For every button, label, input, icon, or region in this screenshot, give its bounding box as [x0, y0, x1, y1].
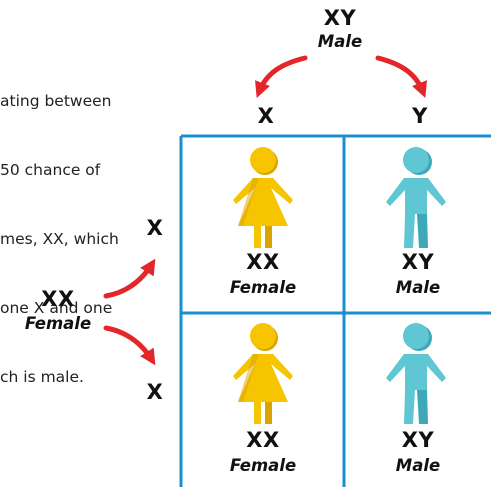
cell-sex: Male: [395, 278, 441, 297]
female-figure-icon: [233, 323, 293, 424]
arrow-mother-to-bottom-x: [103, 325, 156, 366]
arrow-father-to-x: [255, 55, 308, 98]
cell-genotype: XY: [401, 428, 435, 452]
male-figure-icon: [386, 323, 446, 424]
father-genotype: XY: [323, 6, 357, 30]
cell-genotype: XX: [246, 428, 280, 452]
caption-line: one X and one: [0, 299, 113, 317]
caption-line: ch is male.: [0, 368, 84, 386]
caption-line: 50 chance of: [0, 161, 101, 179]
top-allele-x: X: [257, 104, 275, 128]
mother-genotype: XX: [41, 287, 75, 311]
mother-sex: Female: [24, 314, 92, 333]
cell-genotype: XX: [246, 250, 280, 274]
punnett-grid: [179, 134, 491, 487]
cell-sex: Female: [229, 456, 297, 475]
arrow-father-to-y: [375, 55, 427, 98]
left-allele-x-bottom: X: [146, 380, 164, 404]
caption-line: mes, XX, which: [0, 230, 119, 248]
female-figure-icon: [233, 147, 293, 248]
male-figure-icon: [386, 147, 446, 248]
caption-line: ating between: [0, 92, 112, 110]
cell-sex: Male: [395, 456, 441, 475]
arrow-mother-to-top-x: [103, 258, 156, 299]
caption-text: ating between 50 chance of mes, XX, whic…: [0, 44, 160, 412]
father-sex: Male: [317, 32, 363, 51]
top-allele-y: Y: [412, 104, 428, 128]
cell-sex: Female: [229, 278, 297, 297]
left-allele-x-top: X: [146, 216, 164, 240]
cell-genotype: XY: [401, 250, 435, 274]
